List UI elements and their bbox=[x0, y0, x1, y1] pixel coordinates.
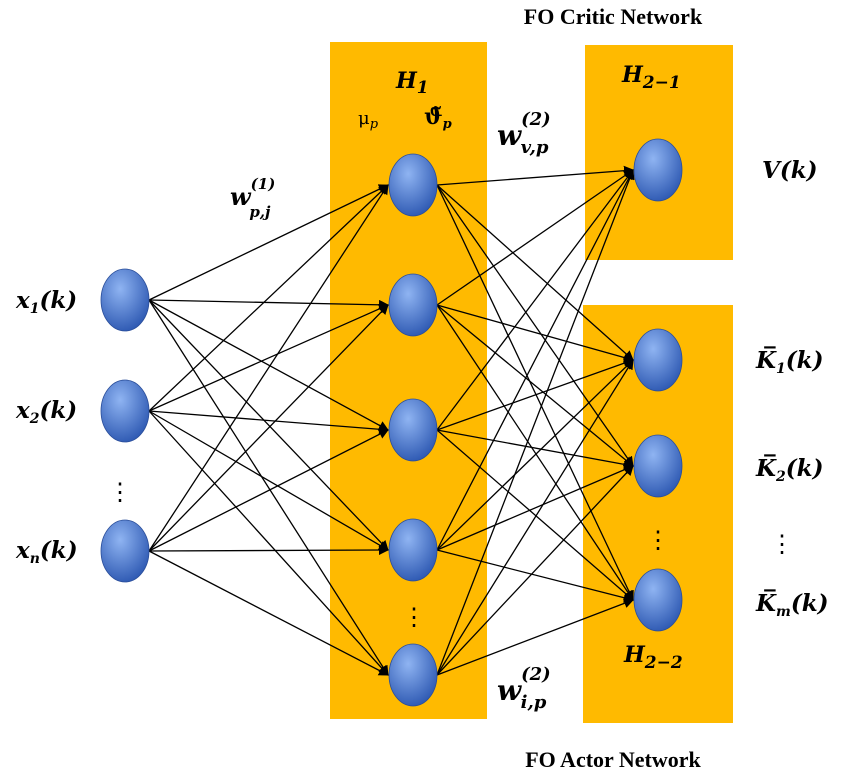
critic-network-title: FO Critic Network bbox=[524, 4, 703, 29]
hidden-layer-2-1-label: H2−1 bbox=[621, 62, 681, 93]
actor-node-1 bbox=[633, 434, 683, 498]
edge-hidden0-output2 bbox=[436, 184, 634, 467]
edge-hidden1-output1 bbox=[436, 304, 634, 363]
input-label-1: x1(k) bbox=[15, 287, 77, 317]
edge-input0-hidden0 bbox=[148, 184, 389, 301]
edge-hidden1-output0 bbox=[436, 169, 634, 306]
edge-input0-hidden2 bbox=[148, 299, 389, 431]
edge-hidden1-output3 bbox=[436, 304, 634, 601]
edge-hidden2-output3 bbox=[436, 429, 634, 601]
weight-w2i-label: w(2)i,p bbox=[497, 664, 551, 713]
input-label-2: x2(k) bbox=[15, 397, 77, 427]
edge-input2-hidden1 bbox=[148, 304, 389, 552]
edge-hidden3-output2 bbox=[436, 464, 634, 551]
critic-node-0 bbox=[633, 138, 683, 202]
mu-parameter-label: μp bbox=[358, 108, 379, 132]
input-node-2 bbox=[100, 519, 150, 583]
weight-w2v-label: w(2)v,p bbox=[497, 109, 551, 158]
edge-hidden4-output1 bbox=[436, 359, 634, 676]
edge-hidden0-output1 bbox=[436, 184, 634, 361]
edge-hidden4-output2 bbox=[436, 465, 634, 676]
edge-input0-hidden3 bbox=[148, 299, 389, 551]
edge-hidden0-output3 bbox=[436, 184, 634, 601]
edge-input0-hidden1 bbox=[148, 299, 389, 310]
input-node-1 bbox=[100, 379, 150, 443]
edge-input2-hidden3 bbox=[148, 545, 389, 556]
edge-hidden3-output3 bbox=[436, 549, 634, 603]
edge-input1-hidden2 bbox=[148, 410, 389, 435]
nodes bbox=[100, 138, 683, 707]
input-label-n: xn(k) bbox=[15, 537, 78, 567]
edge-hidden0-output0 bbox=[436, 165, 634, 186]
connections bbox=[148, 165, 635, 676]
edge-input0-hidden4 bbox=[148, 299, 389, 676]
hidden-layer-1-label: H1 bbox=[395, 68, 429, 98]
edge-hidden1-output2 bbox=[436, 304, 634, 467]
edge-hidden4-output3 bbox=[436, 598, 634, 676]
edge-hidden3-output0 bbox=[436, 169, 634, 551]
hidden2-ellipsis: ⋮ bbox=[646, 526, 670, 554]
edge-input2-hidden2 bbox=[148, 429, 389, 552]
edge-input1-hidden4 bbox=[148, 410, 389, 676]
hidden1-node-4 bbox=[388, 643, 438, 707]
actor-output-label-m: K̅m(k) bbox=[755, 589, 829, 620]
actor-network-title: FO Actor Network bbox=[525, 747, 701, 772]
actor-node-2 bbox=[633, 568, 683, 632]
actor-output-label-2: K̅2(k) bbox=[755, 454, 823, 485]
edge-hidden4-output0 bbox=[436, 169, 635, 676]
edge-input1-hidden3 bbox=[148, 410, 389, 551]
edge-input1-hidden1 bbox=[148, 304, 389, 412]
actor-node-0 bbox=[633, 328, 683, 392]
edge-input1-hidden0 bbox=[148, 184, 389, 412]
input-ellipsis: ⋮ bbox=[108, 478, 132, 506]
edge-input2-hidden4 bbox=[148, 550, 389, 676]
critic-output-label: V(k) bbox=[762, 157, 818, 184]
hidden1-node-3 bbox=[388, 518, 438, 582]
edge-hidden2-output0 bbox=[436, 169, 634, 431]
edge-hidden3-output1 bbox=[436, 359, 634, 551]
input-node-0 bbox=[100, 268, 150, 332]
nu-parameter-label: ϑ̃p bbox=[424, 104, 452, 132]
edge-hidden2-output1 bbox=[436, 358, 634, 431]
actor-output-label-1: K̅1(k) bbox=[755, 346, 823, 377]
weight-w1-label: w(1)p,j bbox=[230, 175, 275, 221]
output-ellipsis: ⋮ bbox=[770, 530, 794, 558]
hidden1-node-1 bbox=[388, 273, 438, 337]
edge-hidden2-output2 bbox=[436, 429, 634, 470]
edge-input2-hidden0 bbox=[148, 184, 389, 552]
hidden-layer-2-2-label: H2−2 bbox=[623, 642, 683, 673]
hidden1-node-0 bbox=[388, 153, 438, 217]
hidden1-ellipsis: ⋮ bbox=[402, 603, 426, 631]
hidden1-node-2 bbox=[388, 398, 438, 462]
